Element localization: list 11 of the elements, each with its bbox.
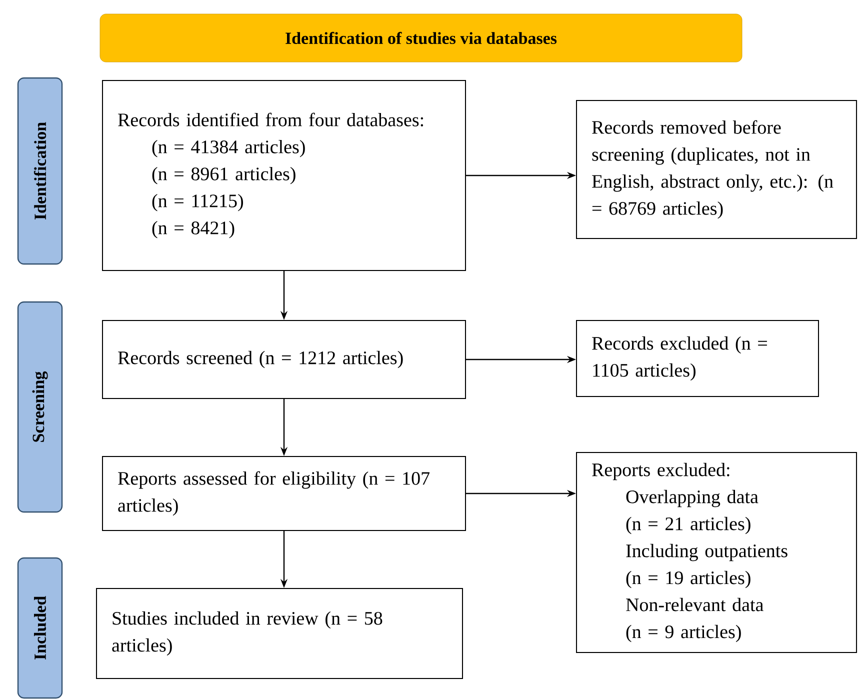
phase-label: Included — [17, 557, 63, 699]
section-banner: Identification of studies via databases — [100, 14, 742, 62]
process-box: Records removed before screening (duplicates, not in English, abstract only, etc.): (n = 68769 articles) — [576, 100, 857, 239]
process-box: Records identified from four databases: (n = 41384 articles) (n = 8961 articles) (n = 11215) (n = 8421) — [102, 80, 466, 271]
process-box: Studies included in review (n = 58 articles) — [96, 588, 463, 679]
process-box: Reports excluded: Overlapping data (n = 21 articles) Including outpatients (n = 19 articles) Non-relevant data (n = 9 articles) — [576, 452, 857, 653]
process-box: Records screened (n = 1212 articles) — [102, 320, 466, 399]
phase-label: Identification — [17, 77, 63, 265]
process-box: Records excluded (n = 1105 articles) — [576, 320, 819, 397]
process-box: Reports assessed for eligibility (n = 107 articles) — [102, 456, 466, 531]
phase-label: Screening — [17, 301, 63, 513]
